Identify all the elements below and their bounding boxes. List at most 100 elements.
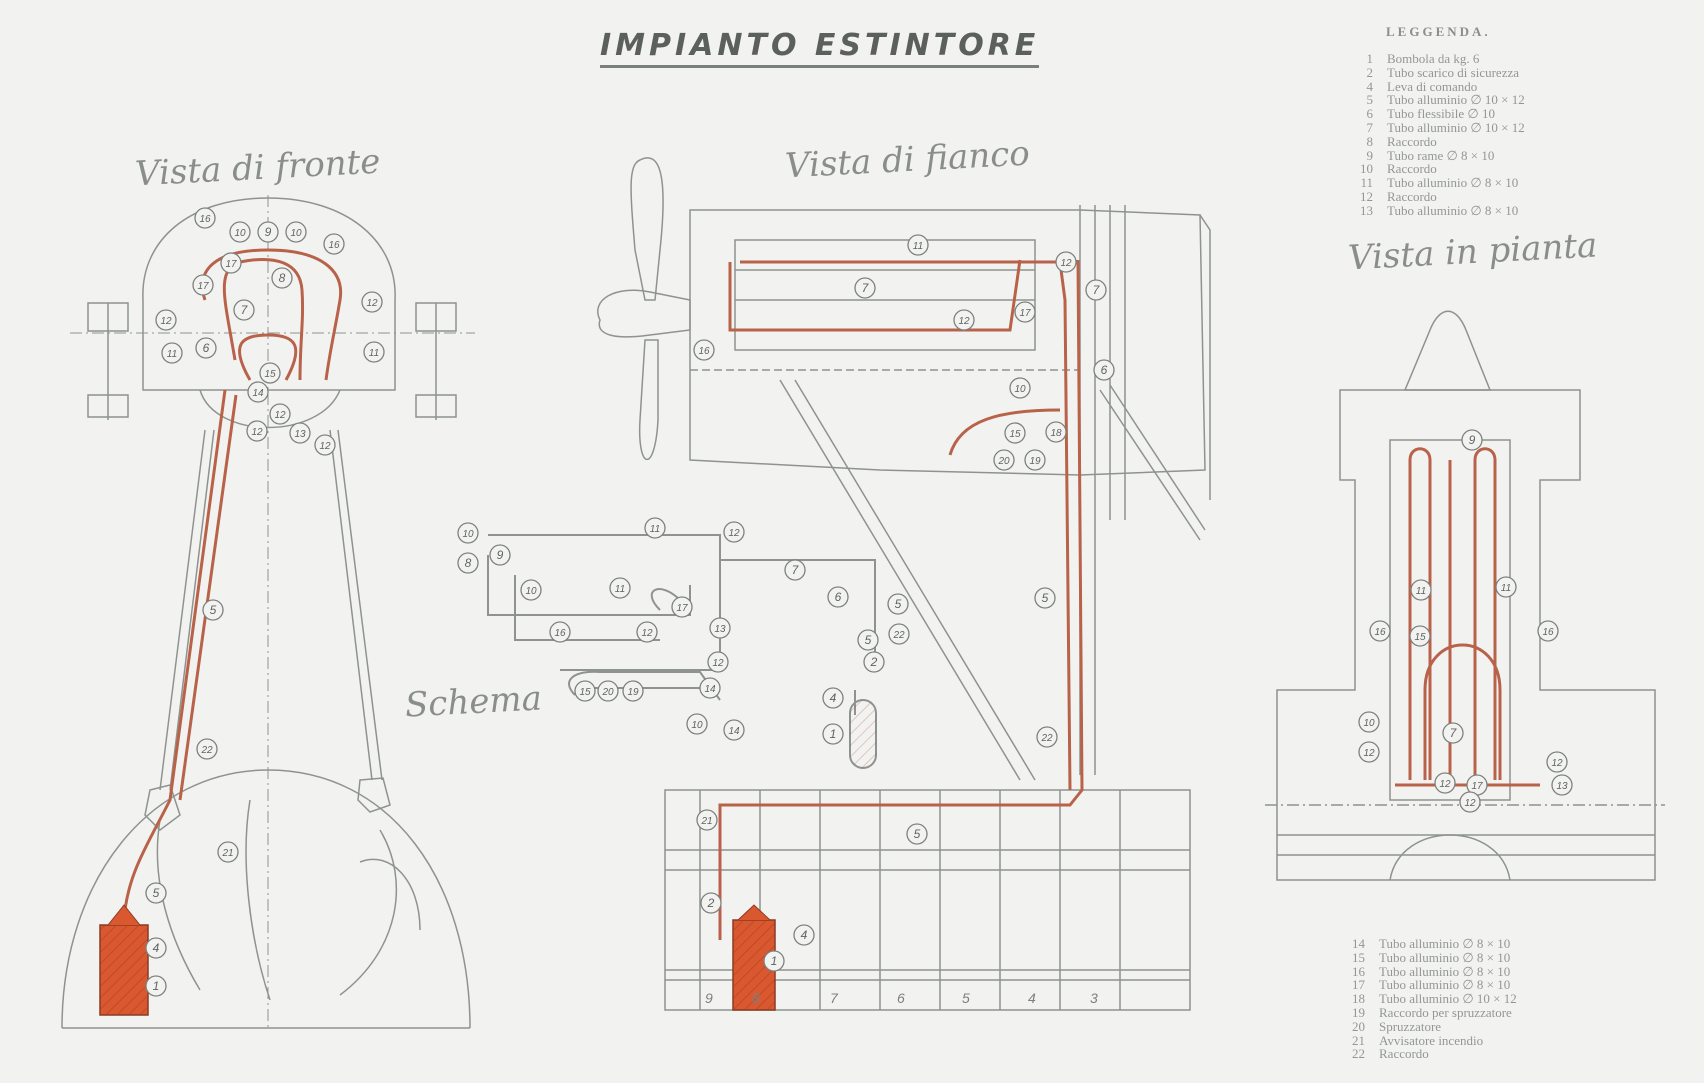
svg-text:12: 12	[728, 528, 740, 539]
callout-front: 17	[192, 274, 214, 296]
callout-plan: 15	[1409, 625, 1431, 647]
callout-side: 5	[906, 823, 928, 845]
svg-text:11: 11	[369, 348, 379, 359]
svg-text:15: 15	[1414, 632, 1426, 643]
legend-number: 20	[1352, 1018, 1365, 1034]
svg-text:12: 12	[1060, 258, 1072, 269]
svg-text:11: 11	[615, 584, 625, 595]
callout-schema: 8	[457, 552, 479, 574]
svg-text:12: 12	[160, 316, 172, 327]
callout-schema: 12	[636, 621, 658, 643]
plan-pipes	[1395, 447, 1540, 787]
svg-text:5: 5	[865, 633, 872, 647]
svg-text:15: 15	[264, 369, 276, 380]
svg-text:15: 15	[579, 687, 591, 698]
svg-text:12: 12	[1464, 798, 1476, 809]
schema-bottle	[849, 699, 877, 769]
svg-text:2: 2	[707, 896, 715, 910]
svg-text:12: 12	[712, 658, 724, 669]
svg-text:16: 16	[698, 346, 710, 357]
svg-text:5: 5	[1042, 591, 1049, 605]
callout-side: 10	[1009, 377, 1031, 399]
callout-front: 14	[247, 381, 269, 403]
svg-text:19: 19	[627, 687, 639, 698]
svg-text:9: 9	[1469, 433, 1476, 447]
legend-text: Tubo alluminio ∅ 8 × 10	[1387, 202, 1519, 218]
legend-number: 14	[1352, 936, 1365, 951]
callout-front: 12	[155, 309, 177, 331]
svg-text:16: 16	[199, 214, 211, 225]
svg-text:12: 12	[274, 410, 286, 421]
svg-text:5: 5	[895, 597, 902, 611]
legend-text: Raccordo per spruzzatore	[1379, 1004, 1512, 1020]
callout-schema: 11	[609, 577, 631, 599]
frame-number: 4	[1028, 990, 1036, 1006]
svg-text:11: 11	[167, 349, 177, 360]
svg-text:8: 8	[465, 556, 472, 570]
callout-side: 2	[700, 892, 722, 914]
svg-text:7: 7	[862, 281, 870, 295]
callout-front: 7	[233, 299, 255, 321]
svg-text:18: 18	[1050, 428, 1062, 439]
legend-text: Tubo alluminio ∅ 8 × 10	[1379, 963, 1511, 979]
front-view	[61, 195, 475, 1030]
frame-number: 9	[705, 990, 713, 1006]
svg-text:9: 9	[265, 225, 272, 239]
callout-schema: 20	[597, 680, 619, 702]
svg-text:16: 16	[1542, 627, 1554, 638]
callout-schema: 14	[699, 677, 721, 699]
legend-text: Tubo alluminio ∅ 8 × 10	[1379, 936, 1511, 951]
svg-text:10: 10	[525, 586, 537, 597]
svg-text:17: 17	[1471, 781, 1483, 792]
callout-front: 4	[145, 937, 167, 959]
callout-front: 5	[202, 599, 224, 621]
legend-number: 7	[1366, 119, 1374, 135]
callout-schema: 1	[822, 723, 844, 745]
svg-text:14: 14	[252, 388, 264, 399]
legend-text: Tubo alluminio ∅ 10 × 12	[1379, 991, 1517, 1007]
side-bottle	[732, 904, 776, 1011]
callout-schema: 17	[671, 596, 693, 618]
schema-diagram	[487, 534, 876, 715]
callout-schema: 12	[707, 651, 729, 673]
callout-side: 15	[1004, 422, 1026, 444]
side-view	[597, 157, 1211, 1011]
legend-text: Tubo alluminio ∅ 8 × 10	[1379, 949, 1511, 965]
callout-front: 6	[195, 337, 217, 359]
callout-schema: 5	[857, 629, 879, 651]
callout-schema: 22	[888, 623, 910, 645]
frame-number: 5	[962, 990, 970, 1006]
callout-plan: 11	[1410, 579, 1432, 601]
callout-front: 16	[323, 233, 345, 255]
svg-text:7: 7	[1093, 283, 1101, 297]
legend-text: Raccordo	[1387, 161, 1437, 177]
callout-schema: 11	[644, 517, 666, 539]
legend-text: Raccordo	[1387, 188, 1437, 204]
legend-number: 5	[1366, 92, 1374, 108]
svg-text:14: 14	[704, 684, 716, 695]
callout-side: 22	[1036, 726, 1058, 748]
legend-number: 8	[1366, 133, 1374, 149]
legend-number: 2	[1366, 64, 1374, 80]
svg-text:12: 12	[319, 441, 331, 452]
legend-text: Tubo scarico di sicurezza	[1387, 64, 1520, 80]
callout-plan: 16	[1537, 620, 1559, 642]
callout-schema: 10	[686, 713, 708, 735]
callout-front: 17	[220, 252, 242, 274]
callout-schema: 15	[574, 680, 596, 702]
callout-side: 7	[854, 277, 876, 299]
svg-text:22: 22	[892, 630, 905, 641]
legend-number: 19	[1352, 1004, 1365, 1020]
svg-text:10: 10	[1014, 384, 1026, 395]
legend-number: 4	[1366, 78, 1374, 94]
svg-text:12: 12	[641, 628, 653, 639]
legend-number: 18	[1352, 991, 1365, 1007]
